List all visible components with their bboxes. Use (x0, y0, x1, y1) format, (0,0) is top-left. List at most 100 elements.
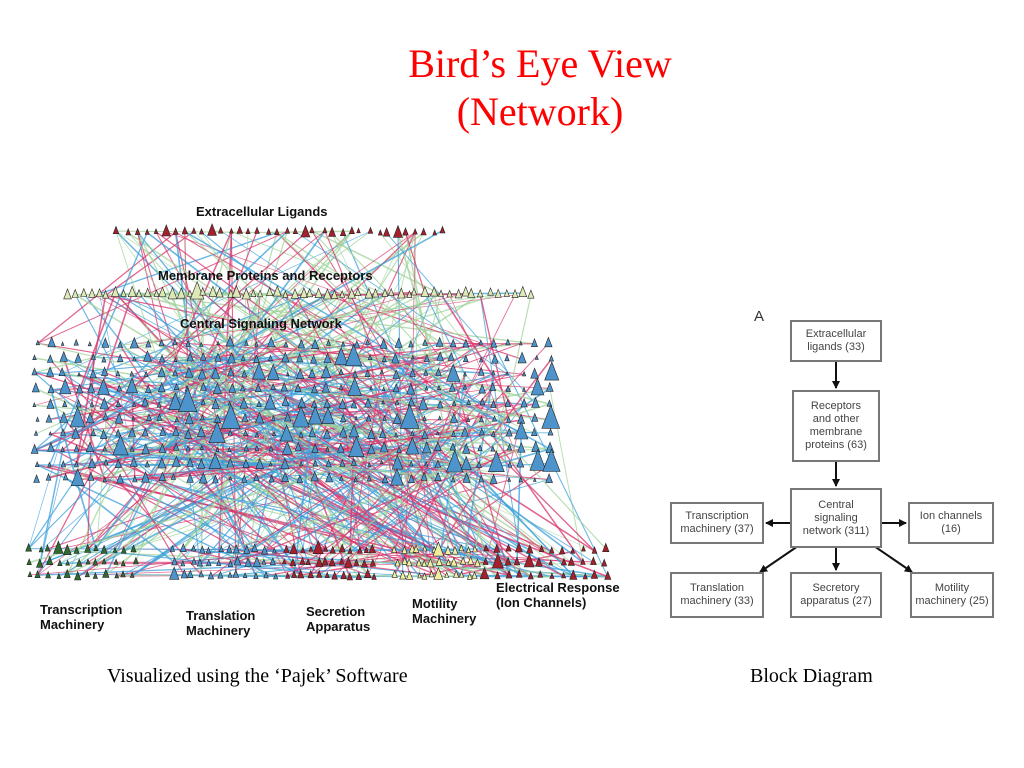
network-node (433, 566, 444, 580)
network-edge (78, 292, 117, 391)
network-node (549, 572, 555, 579)
network-node (90, 428, 97, 436)
network-node (379, 459, 384, 465)
network-node (99, 396, 110, 410)
network-node (436, 351, 444, 361)
network-node (216, 340, 220, 345)
network-edge (67, 550, 326, 564)
network-node (233, 555, 242, 566)
network-node (173, 357, 178, 362)
network-node (45, 413, 53, 423)
network-node (478, 415, 484, 423)
network-node (558, 546, 566, 555)
network-edge (229, 449, 550, 481)
network-edge (252, 294, 299, 390)
network-node (101, 355, 107, 363)
network-node (344, 556, 353, 568)
network-node (391, 545, 398, 554)
network-node (504, 556, 512, 566)
network-edge (231, 231, 386, 295)
network-edge (201, 232, 439, 576)
network-node (211, 398, 220, 410)
network-node (321, 406, 335, 424)
network-node (226, 457, 235, 468)
network-node (305, 558, 311, 566)
network-node (418, 396, 429, 410)
network-node (73, 338, 79, 346)
network-node (153, 289, 160, 297)
network-node (422, 441, 432, 454)
arrow-central-to-motility (873, 545, 913, 573)
network-node (274, 227, 280, 236)
network-node (434, 471, 442, 482)
network-node (602, 542, 610, 553)
network-node (421, 572, 428, 580)
network-node (197, 367, 207, 380)
network-edge (174, 294, 343, 563)
network-node (251, 543, 259, 552)
network-node (264, 393, 277, 410)
network-node (408, 340, 414, 348)
network-node (505, 384, 511, 392)
network-node (115, 428, 122, 437)
network-node (75, 383, 84, 394)
network-node (35, 339, 40, 346)
network-edge (91, 294, 355, 433)
network-edge (115, 230, 277, 234)
network-node (312, 539, 324, 555)
network-node (394, 558, 401, 567)
network-node (538, 544, 545, 552)
panel-letter: A (754, 308, 765, 325)
network-node (321, 556, 329, 566)
network-node (490, 430, 496, 437)
network-node (141, 427, 149, 437)
network-node (531, 412, 539, 422)
network-node (412, 544, 420, 553)
network-node (114, 572, 120, 579)
network-node (527, 289, 535, 299)
network-node (438, 289, 444, 297)
network-node (422, 544, 428, 552)
network-edge (229, 479, 357, 566)
network-node (281, 440, 293, 455)
network-node (422, 415, 427, 422)
network-node (242, 572, 248, 579)
box-receptors: Receptors and other membrane proteins (6… (792, 390, 880, 462)
network-node (338, 368, 344, 375)
network-node (338, 383, 344, 390)
network-node (132, 475, 138, 483)
network-node (144, 384, 152, 393)
network-node (445, 449, 464, 473)
network-edge (367, 373, 525, 405)
network-node (300, 224, 311, 238)
network-edge (349, 549, 373, 578)
network-node (158, 286, 167, 297)
network-node (334, 346, 349, 365)
network-node (365, 414, 372, 422)
network-node (174, 416, 180, 423)
network-node (75, 558, 83, 567)
network-edge (295, 231, 508, 375)
network-node (227, 288, 235, 298)
network-node (570, 547, 576, 554)
network-node (339, 458, 346, 467)
network-node (491, 369, 496, 376)
network-node (196, 558, 204, 567)
label-translation: Translation Machinery (186, 608, 256, 638)
network-node (530, 367, 539, 379)
network-node (338, 557, 345, 565)
network-node (254, 431, 260, 438)
network-node (447, 351, 455, 361)
network-edge (287, 477, 425, 577)
network-node (291, 569, 298, 578)
network-node (281, 471, 290, 483)
network-node (526, 544, 534, 554)
network-node (399, 570, 407, 580)
network-node (231, 285, 242, 298)
network-node (228, 382, 237, 393)
network-node (74, 352, 82, 363)
network-node (173, 442, 180, 451)
network-edge (331, 232, 510, 421)
network-node (460, 455, 472, 471)
network-node (371, 288, 380, 298)
